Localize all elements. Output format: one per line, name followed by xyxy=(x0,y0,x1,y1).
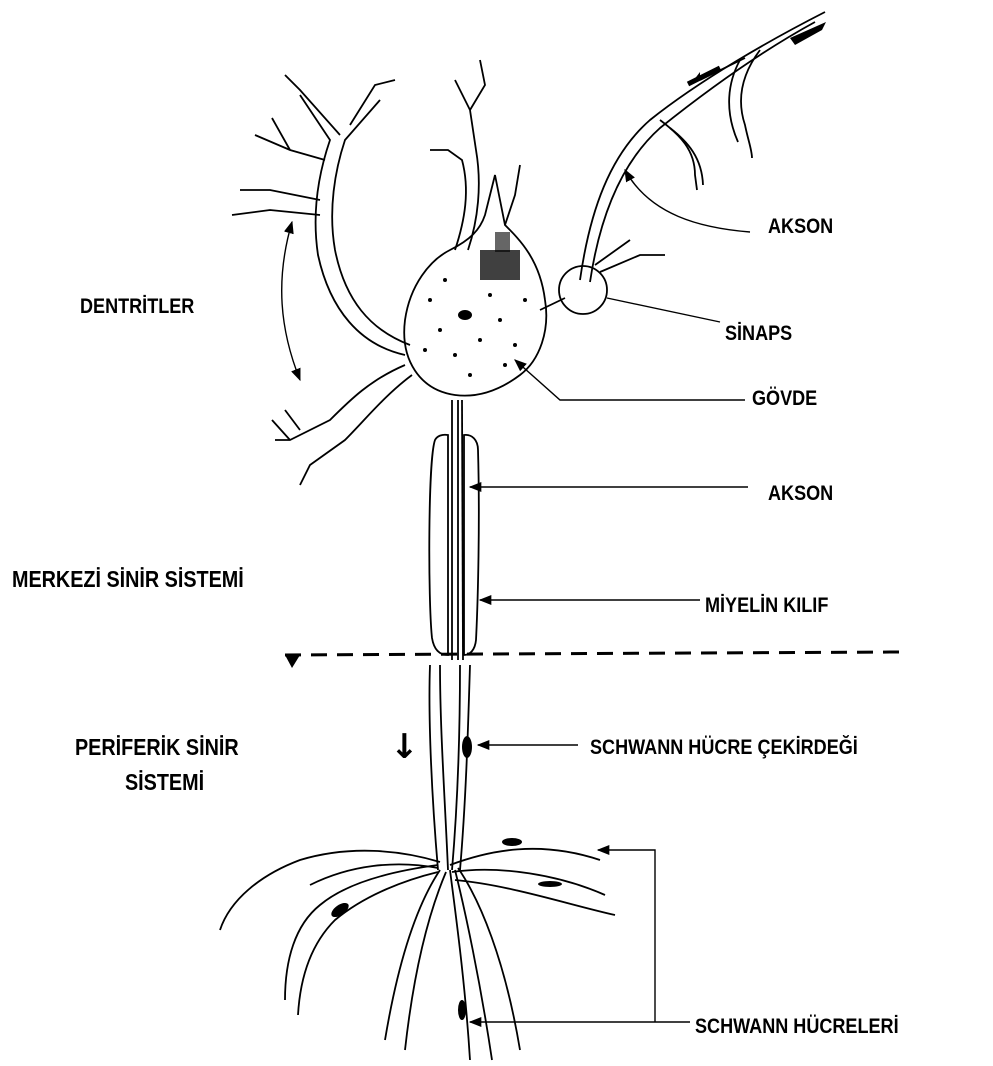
label-periferik-line2: SİSTEMİ xyxy=(125,770,204,796)
myelin-sheath xyxy=(429,435,479,655)
label-akson-top: AKSON xyxy=(768,215,833,239)
label-dentritler: DENTRİTLER xyxy=(80,294,194,319)
label-govde: GÖVDE xyxy=(752,386,817,411)
axon xyxy=(452,400,463,660)
label-schwann-nucleus: SCHWANN HÜCRE ÇEKİRDEĞİ xyxy=(590,734,858,760)
label-schwann-cells: SCHWANN HÜCRELERİ xyxy=(695,1014,899,1039)
synapse-circle xyxy=(559,266,607,314)
label-miyelin: MİYELİN KILIF xyxy=(705,593,828,618)
cns-pns-boundary xyxy=(285,652,900,655)
down-arrow-icon: ↓ xyxy=(390,727,419,767)
cell-body xyxy=(404,175,546,396)
schwann-cells xyxy=(220,838,615,1060)
peripheral-nerve xyxy=(429,665,472,870)
incoming-axon xyxy=(580,12,826,282)
dendrites xyxy=(232,60,520,485)
label-akson-mid: AKSON xyxy=(768,482,833,506)
label-periferik-line1: PERİFERİK SİNİR xyxy=(75,735,239,761)
label-merkezi: MERKEZİ SİNİR SİSTEMİ xyxy=(12,567,244,593)
label-sinaps: SİNAPS xyxy=(725,321,792,346)
